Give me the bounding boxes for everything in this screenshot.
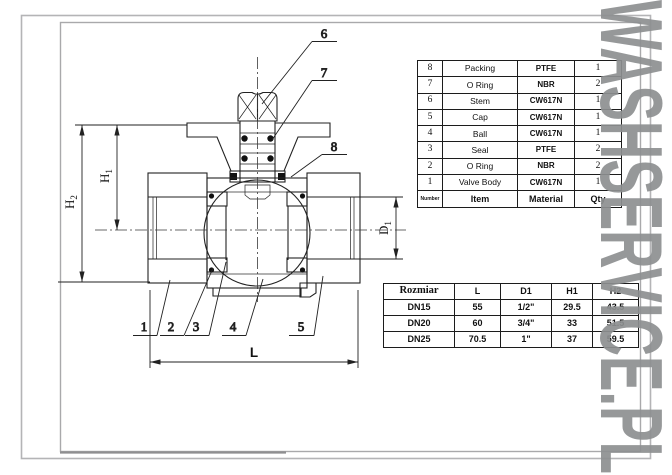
size-header-h1: H1 xyxy=(551,283,593,300)
ball-seals xyxy=(206,191,308,273)
part-label-7: 7 xyxy=(321,65,328,80)
parts-row-8: 8 Packing PTFE 1 xyxy=(417,59,622,78)
part-label-8: 8 xyxy=(331,139,338,154)
part-qty: 1 xyxy=(574,92,622,110)
part-number: 4 xyxy=(417,125,443,143)
centerlines xyxy=(95,57,406,302)
size-row-dn25: DN25 70.5 1" 37 59.5 xyxy=(383,331,639,348)
size-header-d1: D1 xyxy=(500,283,552,300)
dim-label-h1: H1 xyxy=(97,169,114,183)
size-h2: 51.5 xyxy=(592,315,639,332)
part-material: CW617N xyxy=(517,108,575,127)
part-material: CW617N xyxy=(517,125,575,143)
parts-header-number: Number xyxy=(417,190,443,208)
part-item: Cap xyxy=(442,108,518,127)
part-item: Seal xyxy=(442,141,518,159)
size-row-dn15: DN15 55 1/2" 29.5 43.5 xyxy=(383,299,639,316)
size-h1: 33 xyxy=(551,315,593,332)
size-h2: 43.5 xyxy=(592,299,639,316)
part-qty: 1 xyxy=(574,125,622,143)
size-rozmiar: DN15 xyxy=(383,299,455,316)
size-h2: 59.5 xyxy=(592,331,639,348)
sheet-frames xyxy=(20,14,652,460)
size-h1: 29.5 xyxy=(551,299,593,316)
size-l: 60 xyxy=(454,315,501,332)
part-item: O Ring xyxy=(442,76,518,94)
parts-row-6: 6 Stem CW617N 1 xyxy=(417,92,622,110)
size-row-dn20: DN20 60 3/4" 33 51.5 xyxy=(383,315,639,332)
size-header-row: Rozmiar L D1 H1 H2 xyxy=(383,283,639,300)
part-item: Valve Body xyxy=(442,174,518,192)
part-qty: 2 xyxy=(574,157,622,176)
parts-row-5: 5 Cap CW617N 1 xyxy=(417,108,622,127)
part-label-2: 2 xyxy=(168,319,175,334)
part-item: O Ring xyxy=(442,157,518,176)
parts-row-4: 4 Ball CW617N 1 xyxy=(417,125,622,143)
part-qty: 1 xyxy=(574,108,622,127)
part-label-4: 4 xyxy=(230,319,237,334)
parts-row-7: 7 O Ring NBR 2 xyxy=(417,76,622,94)
dimension-h2: H2 xyxy=(58,124,187,283)
part-label-3: 3 xyxy=(193,319,200,334)
part-item: Packing xyxy=(442,59,518,78)
part-qty: 2 xyxy=(574,76,622,94)
size-header-rozmiar: Rozmiar xyxy=(383,283,455,300)
part-number: 7 xyxy=(417,76,443,94)
part-material: PTFE xyxy=(517,59,575,78)
parts-header-qty: Qty xyxy=(574,190,622,208)
size-table: Rozmiar L D1 H1 H2 DN15 55 1/2" 29.5 43.… xyxy=(383,283,639,348)
part-number: 1 xyxy=(417,174,443,192)
size-d1: 3/4" xyxy=(500,315,552,332)
part-qty: 1 xyxy=(574,174,622,192)
part-item: Ball xyxy=(442,125,518,143)
size-d1: 1" xyxy=(500,331,552,348)
size-rozmiar: DN20 xyxy=(383,315,455,332)
size-header-l: L xyxy=(454,283,501,300)
ball xyxy=(203,179,311,287)
dim-label-h2: H2 xyxy=(62,195,79,209)
dimension-d1: D1 xyxy=(360,196,403,260)
parts-row-2: 2 O Ring NBR 2 xyxy=(417,157,622,176)
parts-header-row: Number Item Material Qty xyxy=(417,190,622,208)
parts-header-item: Item xyxy=(442,190,518,208)
part-number: 5 xyxy=(417,108,443,127)
size-l: 55 xyxy=(454,299,501,316)
part-material: NBR xyxy=(517,157,575,176)
parts-row-1: 1 Valve Body CW617N 1 xyxy=(417,174,622,192)
valve-port-right xyxy=(306,172,361,284)
part-number: 8 xyxy=(417,59,443,78)
size-h1: 37 xyxy=(551,331,593,348)
size-rozmiar: DN25 xyxy=(383,331,455,348)
part-callouts: 6 7 8 1 2 3 4 5 xyxy=(133,26,347,336)
part-material: NBR xyxy=(517,76,575,94)
parts-row-3: 3 Seal PTFE 2 xyxy=(417,141,622,159)
part-qty: 1 xyxy=(574,59,622,78)
part-number: 6 xyxy=(417,92,443,110)
dim-label-d1: D1 xyxy=(376,221,393,235)
part-label-6: 6 xyxy=(321,26,328,41)
part-material: PTFE xyxy=(517,141,575,159)
part-label-5: 5 xyxy=(298,319,305,334)
valve-port-left xyxy=(147,172,208,284)
parts-table: 8 Packing PTFE 1 7 O Ring NBR 2 6 Stem C… xyxy=(417,59,622,208)
valve-body-center xyxy=(203,177,317,298)
part-label-1: 1 xyxy=(141,319,148,334)
dimension-l: L xyxy=(149,290,359,368)
part-number: 2 xyxy=(417,157,443,176)
part-material: CW617N xyxy=(517,92,575,110)
dimension-h1: H1 xyxy=(97,125,120,230)
part-item: Stem xyxy=(442,92,518,110)
size-header-h2: H2 xyxy=(592,283,639,300)
size-l: 70.5 xyxy=(454,331,501,348)
dim-label-l: L xyxy=(250,345,258,360)
size-d1: 1/2" xyxy=(500,299,552,316)
part-material: CW617N xyxy=(517,174,575,192)
stem-o-rings xyxy=(241,135,274,162)
parts-header-material: Material xyxy=(517,190,575,208)
part-qty: 2 xyxy=(574,141,622,159)
part-number: 3 xyxy=(417,141,443,159)
